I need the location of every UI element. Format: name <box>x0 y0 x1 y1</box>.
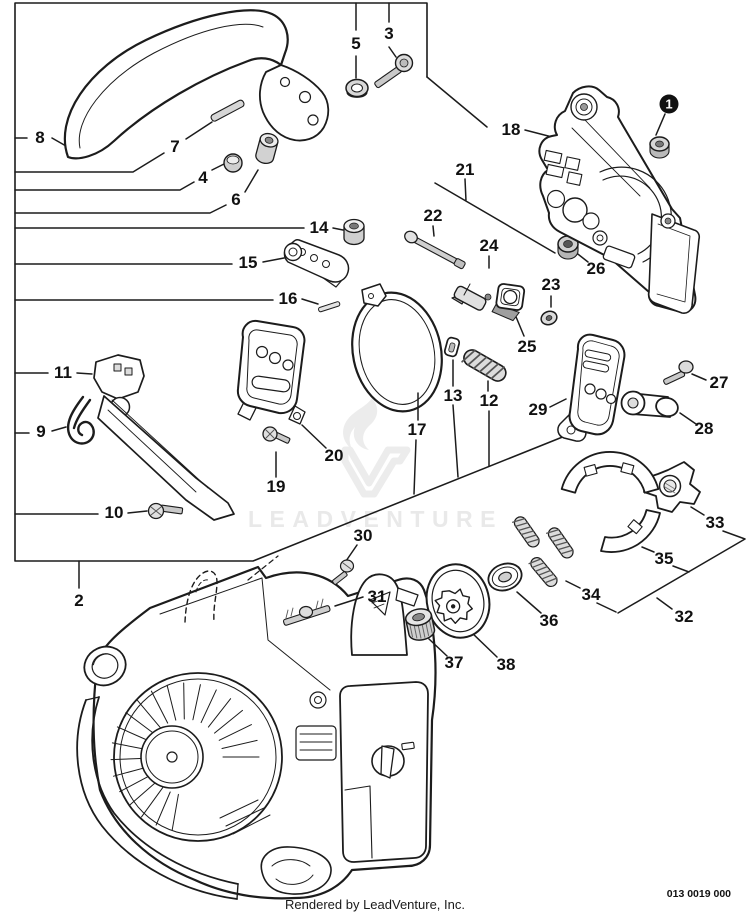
part-washer <box>487 562 523 592</box>
part-bolt <box>374 53 414 89</box>
part-bushing <box>649 136 670 159</box>
part-muffler <box>236 319 306 425</box>
part-screw <box>147 502 184 520</box>
part-screw-small <box>332 559 355 585</box>
part-nut-small <box>223 153 243 173</box>
part-flange-nut <box>345 78 369 98</box>
part-screw <box>262 426 291 444</box>
part-needle-bearing <box>404 608 436 641</box>
part-adjuster <box>451 283 492 311</box>
part-spring-clip <box>66 395 95 445</box>
leadventure-flame-logo <box>341 398 411 498</box>
part-clutch-drum <box>425 563 491 639</box>
part-collar-screw <box>255 132 279 165</box>
part-grommet <box>443 336 461 358</box>
part-spring-large <box>460 346 510 385</box>
part-latch-lever <box>620 390 679 418</box>
part-bolt-small <box>663 360 694 385</box>
part-pin-small <box>318 301 341 313</box>
part-guide-plate <box>557 333 626 442</box>
part-bushing <box>343 218 365 246</box>
rendered-by-text: Rendered by LeadVenture, Inc. <box>285 897 465 912</box>
assembly-group-box <box>14 2 586 562</box>
watermark-text: LEADVENTURE <box>248 506 503 532</box>
part-brake-band <box>351 283 443 413</box>
part-brake-linkage <box>283 239 350 288</box>
part-pin <box>210 99 245 122</box>
engine-powerhead <box>76 555 437 900</box>
part-brake-cover <box>538 85 701 314</box>
part-spring <box>527 554 561 590</box>
leader-lines <box>14 2 746 658</box>
part-hand-guard <box>63 9 330 160</box>
part-washer-small <box>540 310 558 326</box>
part-pin-bolt <box>404 230 466 270</box>
part-stud <box>282 598 331 626</box>
part-spring <box>511 513 543 550</box>
starter-fins <box>110 682 260 831</box>
part-spring <box>545 524 577 561</box>
part-nut <box>557 235 579 260</box>
part-clutch-shoes <box>560 451 661 553</box>
part-square-nut <box>491 283 526 322</box>
part-brake-lever <box>93 354 235 521</box>
diagram-code: 013 0019 000 <box>666 888 731 900</box>
